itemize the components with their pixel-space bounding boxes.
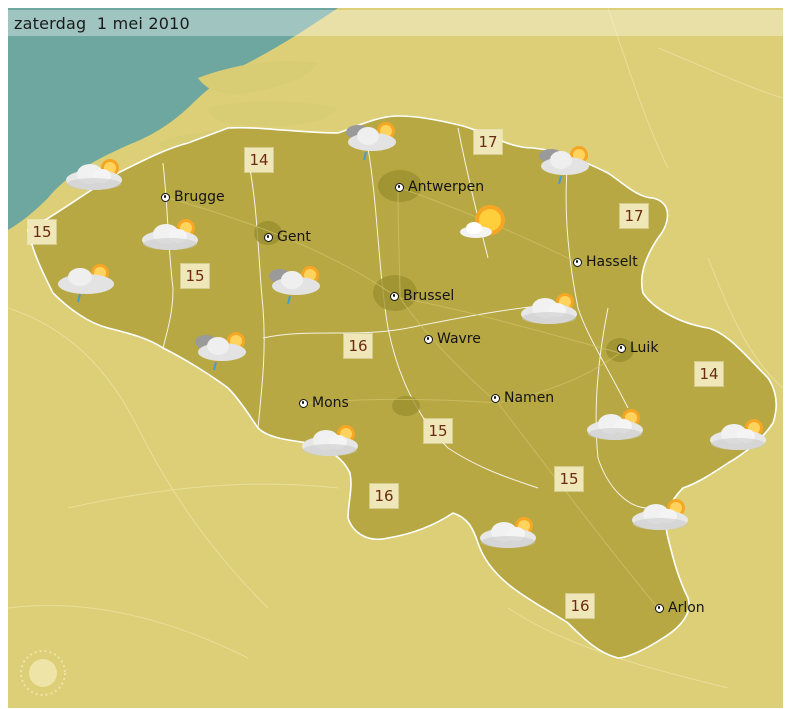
city-marker-icon <box>573 257 582 267</box>
belgium-map <box>8 8 783 708</box>
city-namen[interactable]: Namen <box>491 390 554 406</box>
city-marker-icon <box>390 291 399 301</box>
city-wavre[interactable]: Wavre <box>424 331 481 347</box>
cloud-rain-sun-icon <box>58 264 114 303</box>
island <box>208 101 338 127</box>
temperature-label: 17 <box>620 204 648 228</box>
partly-cloudy-icon <box>480 517 536 548</box>
city-name: Brussel <box>403 288 455 304</box>
temperature-label: 15 <box>28 220 56 244</box>
temperature-label: 14 <box>695 362 723 386</box>
sunny-icon <box>460 205 505 238</box>
weather-map: zaterdag 1 mei 2010 Brugge Antwerpen Gen… <box>8 8 783 708</box>
partly-cloudy-icon <box>521 293 577 324</box>
cloud-rain-sun-icon <box>269 266 320 305</box>
temperature-label: 15 <box>555 467 583 491</box>
north-sea <box>8 8 338 230</box>
city-hasselt[interactable]: Hasselt <box>573 254 638 270</box>
city-name: Arlon <box>668 600 705 616</box>
city-marker-icon <box>299 398 308 408</box>
partly-cloudy-icon <box>587 409 643 440</box>
temperature-label: 15 <box>424 419 452 443</box>
city-gent[interactable]: Gent <box>264 229 311 245</box>
belgium-land <box>27 115 778 659</box>
city-name: Hasselt <box>586 254 638 270</box>
temperature-label: 16 <box>344 334 372 358</box>
city-mons[interactable]: Mons <box>299 395 349 411</box>
city-name: Wavre <box>437 331 481 347</box>
city-marker-icon <box>491 393 500 403</box>
sun-watermark-icon <box>20 650 66 696</box>
city-name: Mons <box>312 395 349 411</box>
city-arlon[interactable]: Arlon <box>655 600 705 616</box>
temperature-label: 15 <box>181 264 209 288</box>
roads-inside <box>167 187 659 609</box>
city-brugge[interactable]: Brugge <box>161 189 225 205</box>
city-antwerpen[interactable]: Antwerpen <box>395 179 484 195</box>
city-name: Luik <box>630 340 659 356</box>
city-brussel[interactable]: Brussel <box>390 288 454 304</box>
partly-cloudy-icon <box>66 159 122 190</box>
city-name: Gent <box>277 229 311 245</box>
date-bar: zaterdag 1 mei 2010 <box>8 10 783 36</box>
temperature-label: 16 <box>566 594 594 618</box>
province-borders <box>162 127 649 509</box>
cloud-rain-sun-icon <box>539 146 589 185</box>
temperature-label: 16 <box>370 484 398 508</box>
island <box>198 61 318 95</box>
city-marker-icon <box>395 182 404 192</box>
temperature-label: 17 <box>474 130 502 154</box>
partly-cloudy-icon <box>302 425 358 456</box>
city-name: Brugge <box>174 189 225 205</box>
city-marker-icon <box>424 334 433 344</box>
city-marker-icon <box>161 192 170 202</box>
city-marker-icon <box>617 343 626 353</box>
city-name: Namen <box>504 390 555 406</box>
city-name: Antwerpen <box>408 179 485 195</box>
date-label: zaterdag 1 mei 2010 <box>14 14 190 33</box>
temperature-label: 14 <box>245 148 273 172</box>
urban-areas <box>254 170 634 416</box>
city-luik[interactable]: Luik <box>617 340 658 356</box>
cloud-rain-sun-icon <box>195 332 246 371</box>
partly-cloudy-icon <box>632 499 688 530</box>
partly-cloudy-icon <box>142 219 198 250</box>
city-marker-icon <box>655 603 664 613</box>
city-marker-icon <box>264 232 273 242</box>
cloud-rain-sun-icon <box>346 122 396 161</box>
partly-cloudy-icon <box>710 419 766 450</box>
